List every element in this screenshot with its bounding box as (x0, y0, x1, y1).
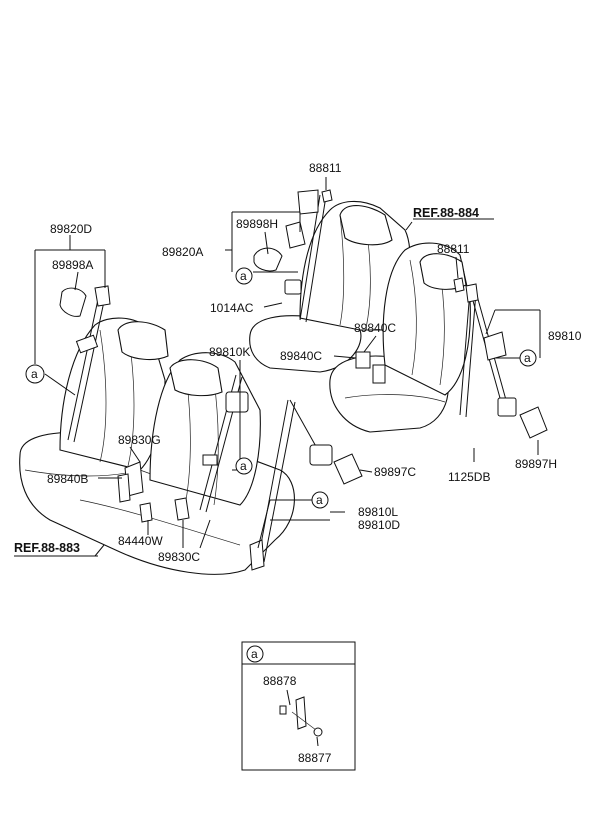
label-89830G: 89830G (118, 433, 161, 447)
label-84440W: 84440W (118, 534, 163, 548)
label-89830C: 89830C (158, 550, 200, 564)
callout-a-lower (311, 491, 329, 509)
callout-a-mid-text: a (240, 459, 247, 473)
callout-a-left (25, 364, 45, 384)
third-row-seat (249, 200, 471, 433)
label-89810: 89810 (548, 329, 582, 343)
label-88877: 88877 (298, 751, 332, 765)
callout-a-lower-text: a (316, 493, 323, 507)
label-89898A: 89898A (52, 258, 93, 272)
label-89810D: 89810D (358, 518, 400, 532)
callout-a-center (235, 267, 253, 285)
label-89840B: 89840B (47, 472, 88, 486)
label-89840C-a: 89840C (354, 321, 396, 335)
label-88878: 88878 (263, 674, 297, 688)
label-ref-88-884: REF.88-884 (413, 206, 479, 220)
label-89810L: 89810L (358, 505, 398, 519)
label-88811-right: 88811 (437, 242, 470, 256)
label-88811-top: 88811 (309, 161, 342, 175)
label-89810K: 89810K (209, 345, 250, 359)
callout-a-right-text: a (524, 351, 531, 365)
inset-frame (241, 641, 356, 771)
label-89897C: 89897C (374, 465, 416, 479)
label-89820A: 89820A (162, 245, 203, 259)
inset-anchor-plate (295, 696, 307, 730)
label-89820D: 89820D (50, 222, 92, 236)
second-row-seat (19, 317, 295, 575)
inset-tag-circle (246, 645, 264, 663)
label-1125DB: 1125DB (448, 470, 490, 484)
callout-a-mid (235, 457, 253, 475)
label-89898H: 89898H (236, 217, 278, 231)
part-labels: 88811 89898H 89820A 1014AC REF.88-884 88… (14, 161, 582, 564)
label-89840C-b: 89840C (280, 349, 322, 363)
label-89897H: 89897H (515, 457, 557, 471)
callout-a-center-text: a (240, 269, 247, 283)
inset-cap-88877 (313, 727, 323, 737)
callout-markers: a a a a a (25, 267, 537, 509)
label-1014AC: 1014AC (210, 301, 254, 315)
inset-tag-text: a (251, 647, 258, 661)
label-ref-88-883: REF.88-883 (14, 541, 80, 555)
callout-a-right (519, 349, 537, 367)
inset-bolt-88878 (279, 705, 287, 715)
detail-inset-a: a 88878 88877 (241, 641, 356, 771)
callout-a-left-text: a (31, 367, 38, 381)
